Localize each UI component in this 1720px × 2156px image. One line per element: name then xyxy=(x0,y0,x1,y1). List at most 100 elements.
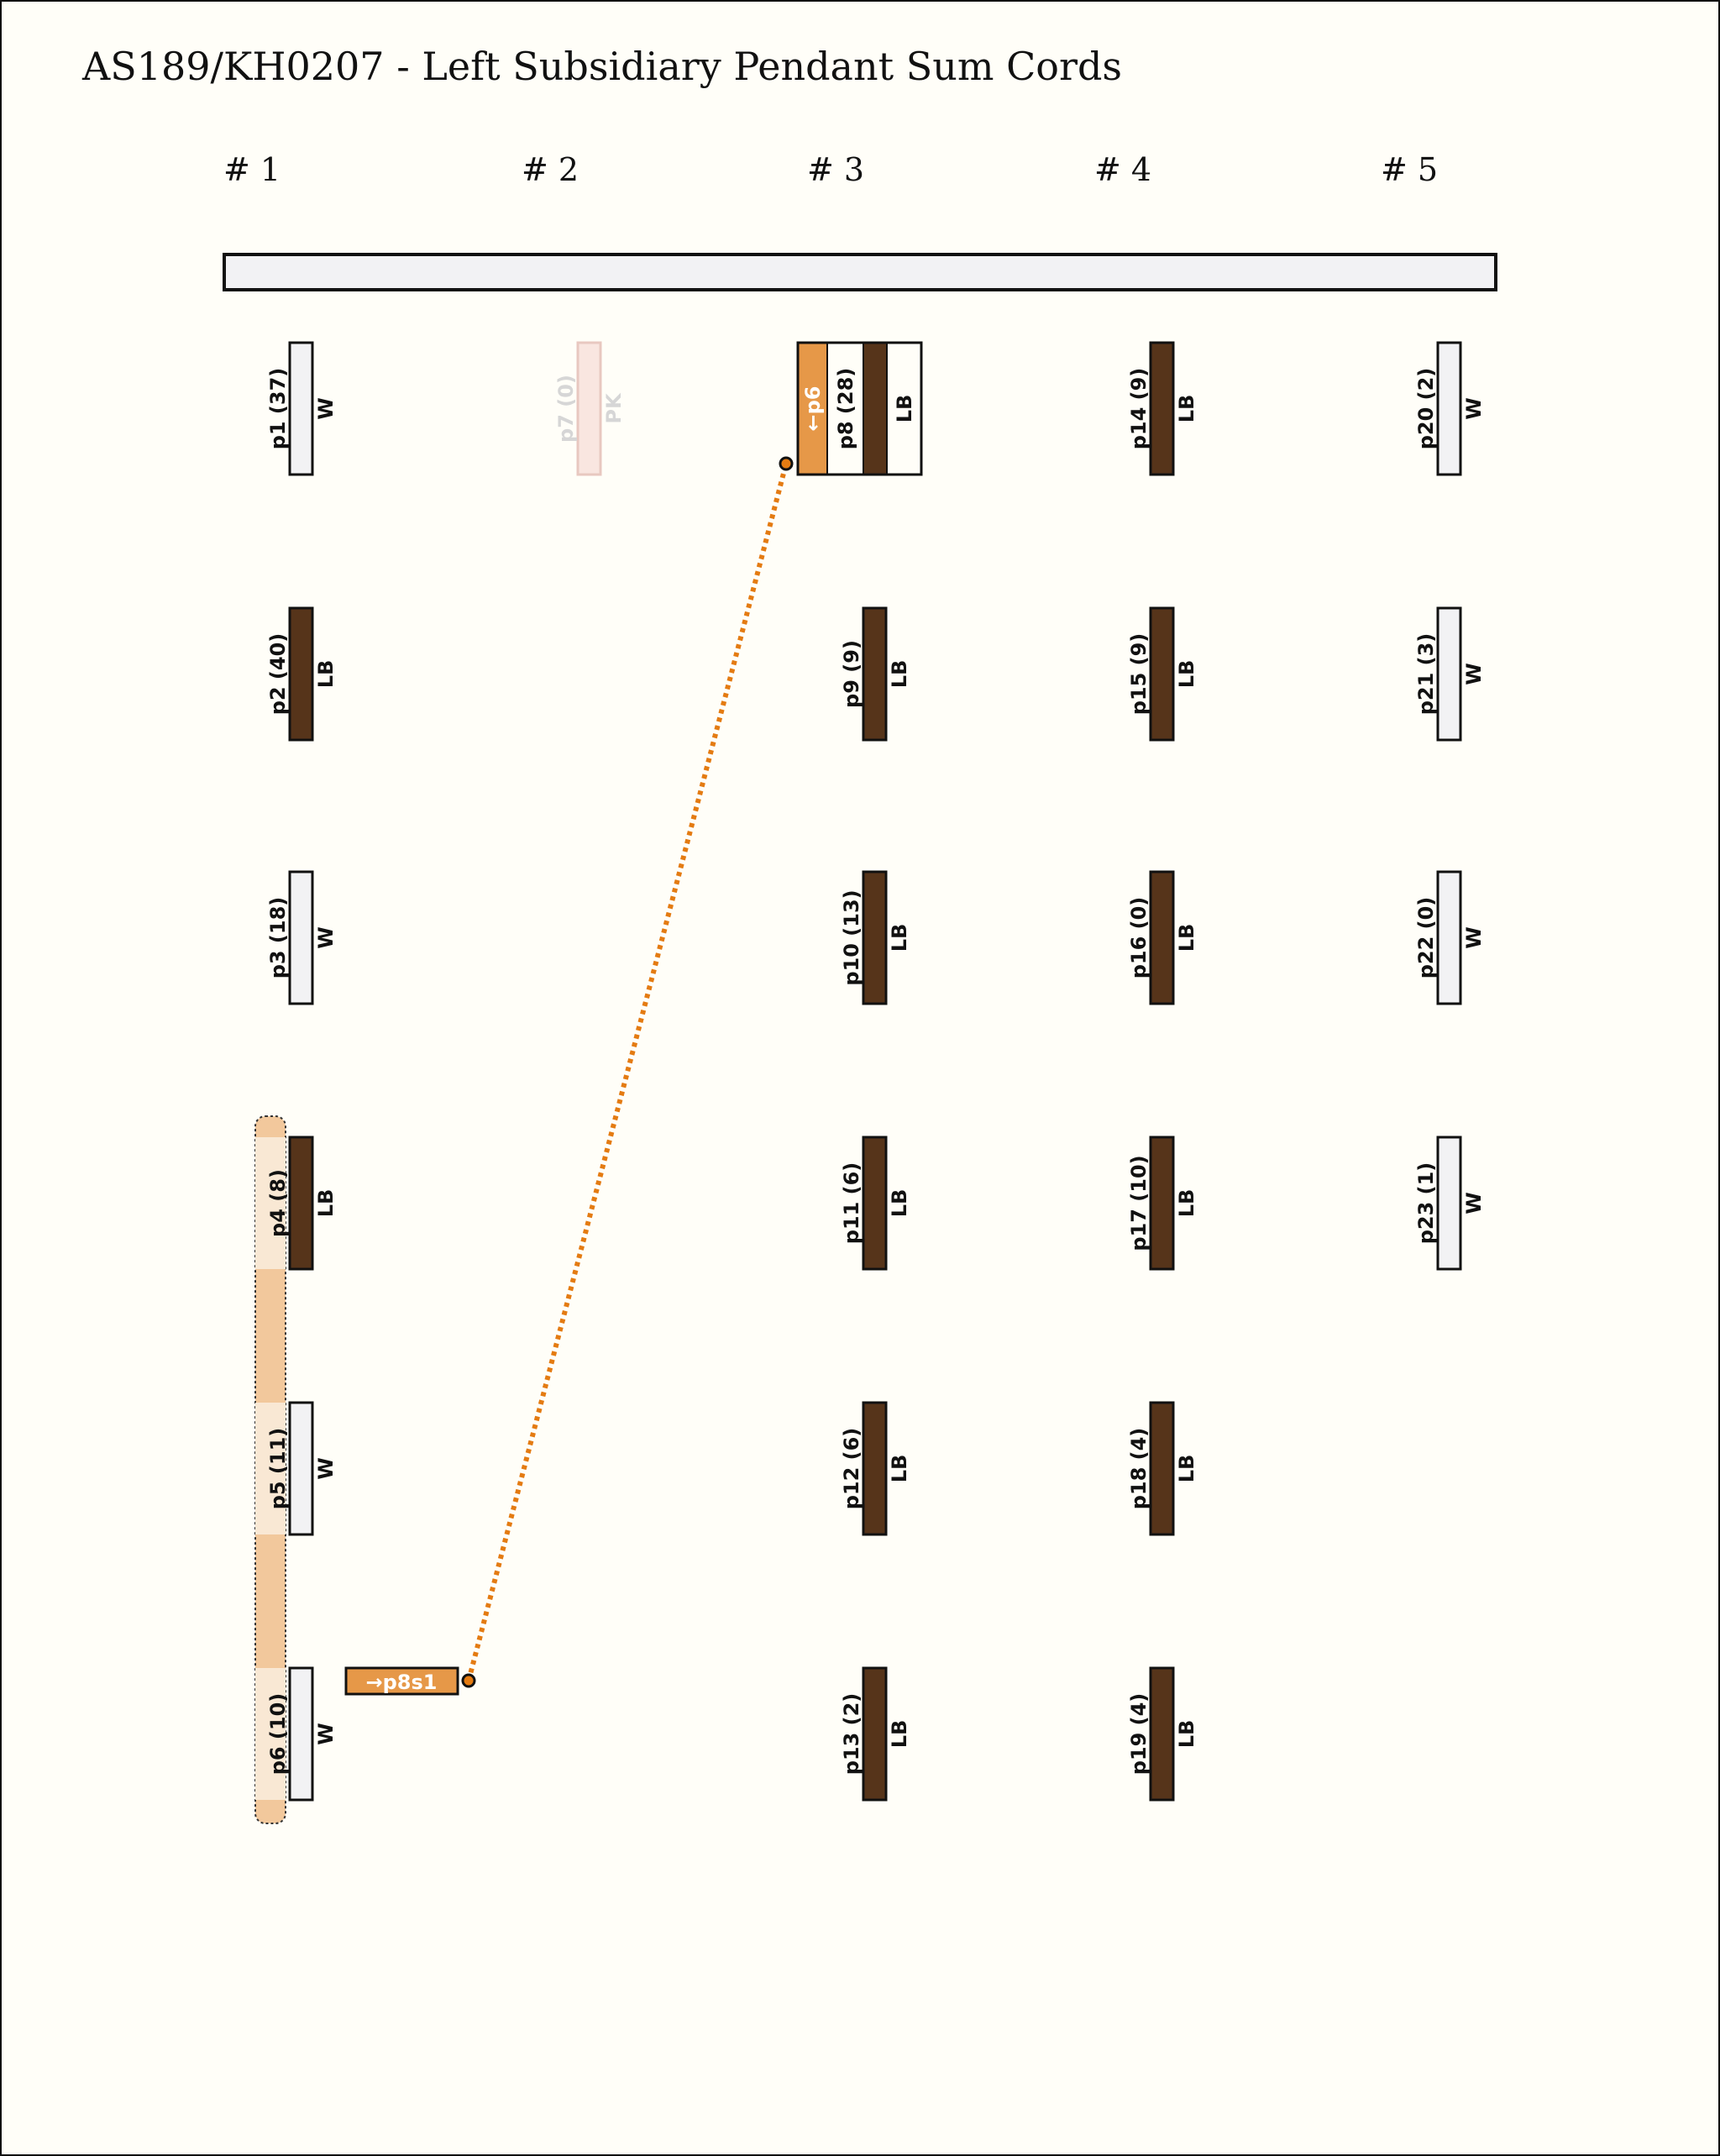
cord-color-code: LB xyxy=(1175,1455,1198,1483)
pendant-cord-p9[interactable]: p9 (9) LB xyxy=(840,606,911,742)
pendant-cord-p20[interactable]: p20 (2)W xyxy=(1414,341,1486,476)
cord-bar xyxy=(288,870,314,1005)
cord-bar xyxy=(1436,1136,1462,1271)
pendant-cord-p10[interactable]: p10 (13) LB xyxy=(840,870,911,1005)
pendant-cord-p6[interactable]: p6 (10) W xyxy=(255,1666,338,1802)
cord-label: p1 (37) xyxy=(266,368,290,450)
cord-label: p7 (0) xyxy=(554,375,578,443)
pendant-cord-p18[interactable]: p18 (4) LB xyxy=(1127,1401,1198,1536)
cord-bar xyxy=(1149,606,1175,742)
pendant-cord-p13[interactable]: p13 (2) LB xyxy=(840,1666,911,1802)
cord-bar xyxy=(288,606,314,742)
cord-color-code: W xyxy=(1462,1192,1486,1214)
pendant-cord-p14[interactable]: p14 (9) LB xyxy=(1127,341,1198,476)
cord-color-code: LB xyxy=(1175,1720,1198,1749)
link-target-label: ←p6 xyxy=(801,386,825,432)
pendant-cord-p5[interactable]: p5 (11) W xyxy=(255,1401,338,1536)
cord-color-code: W xyxy=(1462,926,1486,948)
cord-bar xyxy=(1436,341,1462,476)
cord-label: p5 (11) xyxy=(266,1428,290,1510)
cord-bar xyxy=(1149,1666,1175,1802)
cord-color-code: LB xyxy=(1175,924,1198,952)
pendant-cord-p17[interactable]: p17 (10) LB xyxy=(1127,1136,1198,1271)
pendant-cord-p22[interactable]: p22 (0)W xyxy=(1414,870,1486,1005)
cord-label: p12 (6) xyxy=(840,1428,863,1510)
cord-bar xyxy=(288,1136,314,1271)
cord-label: p20 (2) xyxy=(1414,368,1438,450)
cord-label: p14 (9) xyxy=(1127,368,1151,450)
cord-bar xyxy=(288,1666,314,1802)
cord-color-code: W xyxy=(1462,663,1486,685)
column-header: # 3 xyxy=(807,151,864,188)
cord-bar xyxy=(576,341,602,476)
pendant-cord-p3[interactable]: p3 (18)W xyxy=(266,870,338,1005)
label-segment xyxy=(827,343,863,475)
page-title: AS189/KH0207 - Left Subsidiary Pendant S… xyxy=(81,44,1122,89)
pendant-cord-p19[interactable]: p19 (4)LB xyxy=(1127,1666,1198,1802)
cord-color-bar xyxy=(863,343,887,475)
cord-bar xyxy=(288,341,314,476)
cord-color-code: W xyxy=(314,1457,338,1479)
cord-color-code: LB xyxy=(1175,395,1198,423)
cord-color-code: LB xyxy=(888,1455,911,1483)
pendant-cord-p23[interactable]: p23 (1) W xyxy=(1414,1136,1486,1271)
cord-bar xyxy=(862,1666,888,1802)
column-header: # 4 xyxy=(1094,151,1151,188)
pendant-cord-p7[interactable]: p7 (0) PK xyxy=(554,341,626,476)
cord-color-code: LB xyxy=(314,660,338,689)
cord-color-code: LB xyxy=(888,660,911,689)
pendant-cord-p15[interactable]: p15 (9) LB xyxy=(1127,606,1198,742)
cord-label: p23 (1) xyxy=(1414,1162,1438,1245)
pendant-cord-p4[interactable]: p4 (8)LB xyxy=(255,1136,338,1271)
cord-color-code: LB xyxy=(1175,660,1198,689)
cord-label: p17 (10) xyxy=(1127,1155,1151,1251)
cord-label: p16 (0) xyxy=(1127,897,1151,979)
cord-color-code: LB xyxy=(893,395,916,423)
cord-bar xyxy=(862,1136,888,1271)
cord-color-code: LB xyxy=(1175,1189,1198,1218)
highlight-segment xyxy=(255,1137,286,1269)
cord-label: p10 (13) xyxy=(840,889,863,985)
pendant-cord-p1[interactable]: p1 (37) W xyxy=(266,341,338,476)
link-source-dot xyxy=(461,1673,476,1688)
highlight-segment xyxy=(255,1403,286,1534)
cord-bar xyxy=(862,870,888,1005)
cord-color-code: LB xyxy=(888,1720,911,1749)
primary-cord-bar xyxy=(223,253,1497,291)
pendant-cord-p21[interactable]: p21 (3) W xyxy=(1414,606,1486,742)
cord-bar xyxy=(862,606,888,742)
cord-label: p21 (3) xyxy=(1414,633,1438,716)
cord-label: p11 (6) xyxy=(840,1162,863,1245)
column-header: # 2 xyxy=(522,151,579,188)
pendant-cord-p11[interactable]: p11 (6) LB xyxy=(840,1136,911,1271)
pendant-cord-p12[interactable]: p12 (6) LB xyxy=(840,1401,911,1536)
pendant-cord-p2[interactable]: p2 (40) LB xyxy=(266,606,338,742)
cord-bar xyxy=(1436,870,1462,1005)
cord-color-code: W xyxy=(314,397,338,419)
link-source-label: →p8s1 xyxy=(366,1671,438,1694)
cord-color-code: LB xyxy=(314,1189,338,1218)
link-source-box: →p8s1 xyxy=(344,1666,459,1696)
cord-label: p2 (40) xyxy=(266,633,290,716)
cord-bar xyxy=(1149,1401,1175,1536)
pendant-cord-p16[interactable]: p16 (0) LB xyxy=(1127,870,1198,1005)
link-target-segment xyxy=(798,343,827,475)
cord-label: p6 (10) xyxy=(266,1693,290,1776)
cord-bar xyxy=(862,1401,888,1536)
cord-label: p13 (2) xyxy=(840,1693,863,1776)
cord-label: p15 (9) xyxy=(1127,633,1151,716)
cord-color-code: W xyxy=(314,1723,338,1744)
cord-label: p18 (4) xyxy=(1127,1428,1151,1510)
cord-label: p9 (9) xyxy=(840,640,863,708)
column-header: # 1 xyxy=(223,151,281,188)
highlight-segment xyxy=(255,1668,286,1800)
cord-color-code: LB xyxy=(888,924,911,952)
cord-bar xyxy=(1149,341,1175,476)
column-header: # 5 xyxy=(1381,151,1438,188)
color-code-segment xyxy=(887,343,921,475)
cord-color-code: LB xyxy=(888,1189,911,1218)
cord-label: p3 (18) xyxy=(266,897,290,979)
cord-color-code: PK xyxy=(602,392,626,424)
